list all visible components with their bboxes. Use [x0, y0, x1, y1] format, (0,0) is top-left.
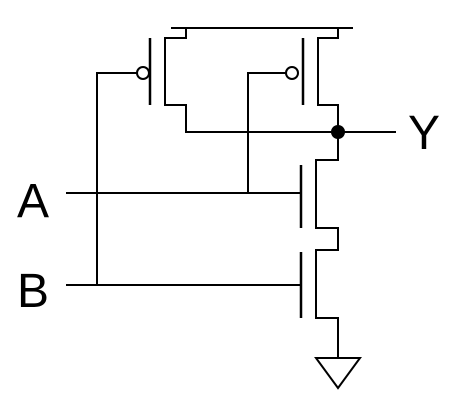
- input-a-gate-wire: [247, 72, 287, 194]
- nmos-transistor-top: [299, 131, 339, 251]
- input-a-label: A: [17, 175, 49, 228]
- pmos-right-channel: [317, 27, 339, 133]
- pmos-left-channel: [164, 27, 187, 133]
- nmos-top-channel: [315, 131, 339, 251]
- pmos-right-bubble: [285, 66, 299, 80]
- output-y-label: Y: [408, 107, 440, 160]
- input-b-label: B: [17, 265, 49, 318]
- input-b-gate-wire: [96, 72, 138, 286]
- nmos-bottom-channel: [315, 249, 339, 359]
- pmos-transistor-right: [285, 27, 339, 133]
- pmos-transistor-left: [136, 27, 187, 133]
- nmos-transistor-bottom: [299, 249, 339, 359]
- pmos-left-bubble: [136, 66, 150, 80]
- ground-symbol: [314, 357, 362, 390]
